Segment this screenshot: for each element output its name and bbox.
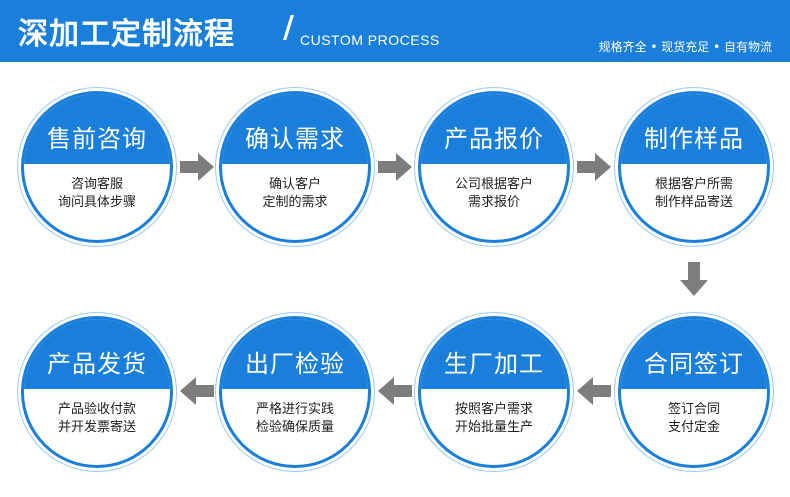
arrow-left-icon xyxy=(180,377,214,405)
step-description: 咨询客服询问具体步骤 xyxy=(57,177,136,210)
step-title: 产品报价 xyxy=(444,125,544,153)
step-description: 产品验收付款并开发票寄送 xyxy=(57,402,136,435)
step-confirm-requirements: 确认需求 确认客户定制的需求 xyxy=(219,91,371,243)
step-description: 严格进行实践检验确保质量 xyxy=(255,402,334,435)
arrow-left-icon xyxy=(577,377,611,405)
arrow-right-icon xyxy=(378,153,412,181)
step-product-quote: 产品报价 公司根据客户需求报价 xyxy=(418,91,570,243)
step-presales-consult: 售前咨询 咨询客服询问具体步骤 xyxy=(21,91,173,243)
step-product-delivery: 产品发货 产品验收付款并开发票寄送 xyxy=(21,316,173,468)
step-description: 根据客户所需制作样品寄送 xyxy=(654,177,733,210)
page-subtitle: CUSTOM PROCESS xyxy=(300,32,440,48)
step-description: 确认客户定制的需求 xyxy=(262,177,328,210)
step-production: 生厂加工 按照客户需求开始批量生产 xyxy=(418,316,570,468)
step-description: 按照客户需求开始批量生产 xyxy=(454,402,533,435)
step-make-samples: 制作样品 根据客户所需制作样品寄送 xyxy=(618,91,770,243)
step-title: 制作样品 xyxy=(644,125,744,153)
arrow-right-icon xyxy=(577,153,611,181)
arrow-right-icon xyxy=(180,153,214,181)
step-title: 生厂加工 xyxy=(444,350,544,378)
step-factory-inspection: 出厂检验 严格进行实践检验确保质量 xyxy=(219,316,371,468)
arrow-down-icon xyxy=(680,262,708,296)
step-title: 确认需求 xyxy=(245,125,345,153)
title-separator: / xyxy=(283,10,294,45)
step-description: 公司根据客户需求报价 xyxy=(454,177,533,210)
header-banner: 深加工定制流程 / CUSTOM PROCESS 规格齐全 • 现货充足 • 自… xyxy=(0,0,790,62)
arrow-left-icon xyxy=(378,377,412,405)
step-title: 售前咨询 xyxy=(47,125,147,153)
step-description: 签订合同支付定金 xyxy=(667,402,720,435)
step-title: 产品发货 xyxy=(47,350,147,378)
step-title: 出厂检验 xyxy=(245,350,345,378)
header-tagline: 规格齐全 • 现货充足 • 自有物流 xyxy=(598,40,772,54)
step-title: 合同签订 xyxy=(644,350,744,378)
step-sign-contract: 合同签订 签订合同支付定金 xyxy=(618,316,770,468)
page-title: 深加工定制流程 xyxy=(18,17,235,52)
